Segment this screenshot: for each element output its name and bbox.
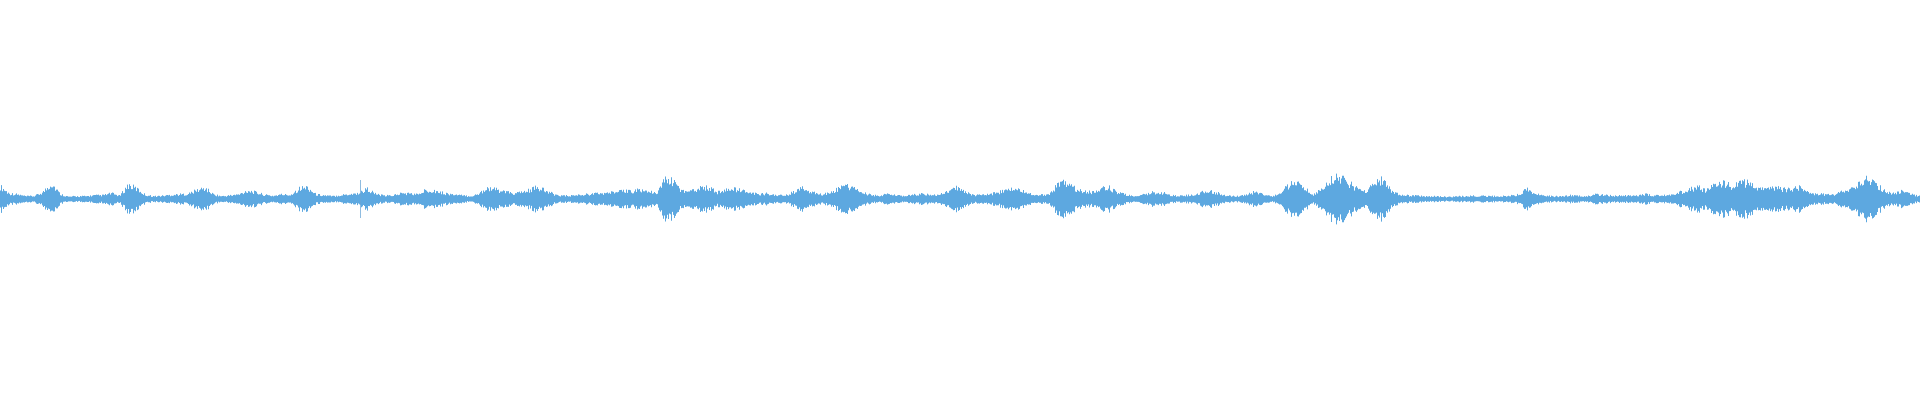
waveform-bars	[0, 173, 1920, 225]
playhead-marker[interactable]	[360, 180, 361, 218]
